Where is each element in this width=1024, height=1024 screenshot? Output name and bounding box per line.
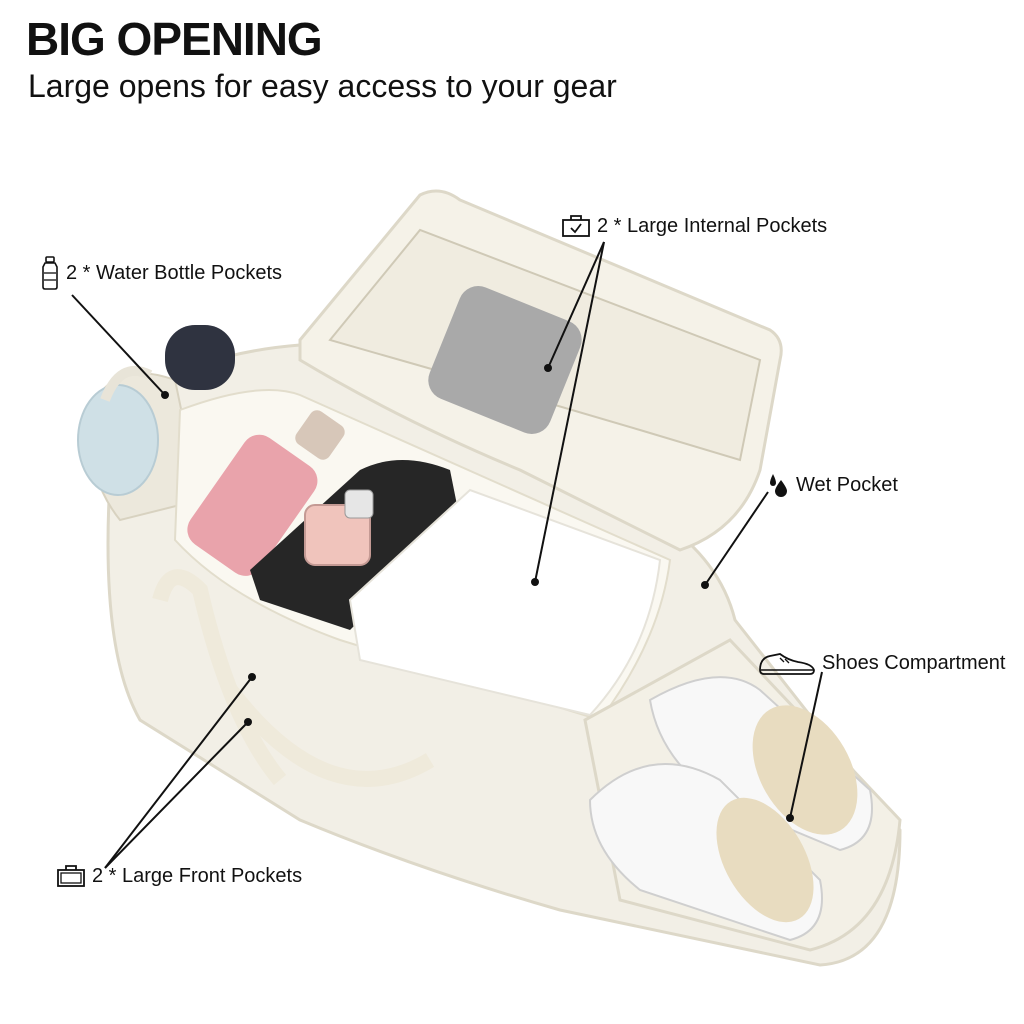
pointer-shoes [789,671,823,819]
pointer-water-bottle [71,294,166,396]
pointer-dot [161,391,169,399]
sneaker-icon [759,653,815,675]
page-title: BIG OPENING [26,13,323,65]
pointer-internal-b [534,241,605,583]
callout-wet-pocket-label: Wet Pocket [796,473,898,496]
perfume-bottle [304,504,371,566]
briefcase-icon [57,865,85,887]
callout-internal-pockets: 2 * Large Internal Pockets [561,214,827,238]
callout-front-pockets: 2 * Large Front Pockets [56,864,302,888]
pink-bottle-cap [295,410,345,460]
callout-water-bottle: 2 * Water Bottle Pockets [40,256,282,290]
pointer-dot [248,673,256,681]
callout-shoes-label: Shoes Compartment [822,651,1006,674]
pointer-dot [701,581,709,589]
pointer-front-a [104,676,253,869]
pointer-dot [544,364,552,372]
callout-front-pockets-label: 2 * Large Front Pockets [92,864,303,887]
pointer-front-b [104,721,249,869]
pointer-dot [786,814,794,822]
grey-pouch [428,286,582,434]
handle-right [223,685,435,787]
sneaker-bottom-insole [716,797,814,923]
white-shirt [348,488,662,717]
water-drops-icon [770,474,787,497]
pink-bottle [187,434,318,576]
bag-check-icon [562,215,590,237]
pointer-dot [531,578,539,586]
callout-wet-pocket: Wet Pocket [766,472,898,498]
sneaker-top-insole [752,705,858,835]
bottle-icon [42,256,58,290]
callout-water-bottle-label: 2 * Water Bottle Pockets [66,261,283,284]
pointer-internal-a [547,241,605,369]
handle-left [152,569,287,786]
water-bottle [77,384,159,496]
dark-bottle [165,325,235,390]
page-subtitle: Large opens for easy access to your gear [28,68,617,104]
pointer-wet [704,491,769,586]
pointer-dot [244,718,252,726]
perfume-cap [344,489,374,519]
callout-shoes: Shoes Compartment [758,650,1005,676]
callout-internal-pockets-label: 2 * Large Internal Pockets [597,214,828,237]
